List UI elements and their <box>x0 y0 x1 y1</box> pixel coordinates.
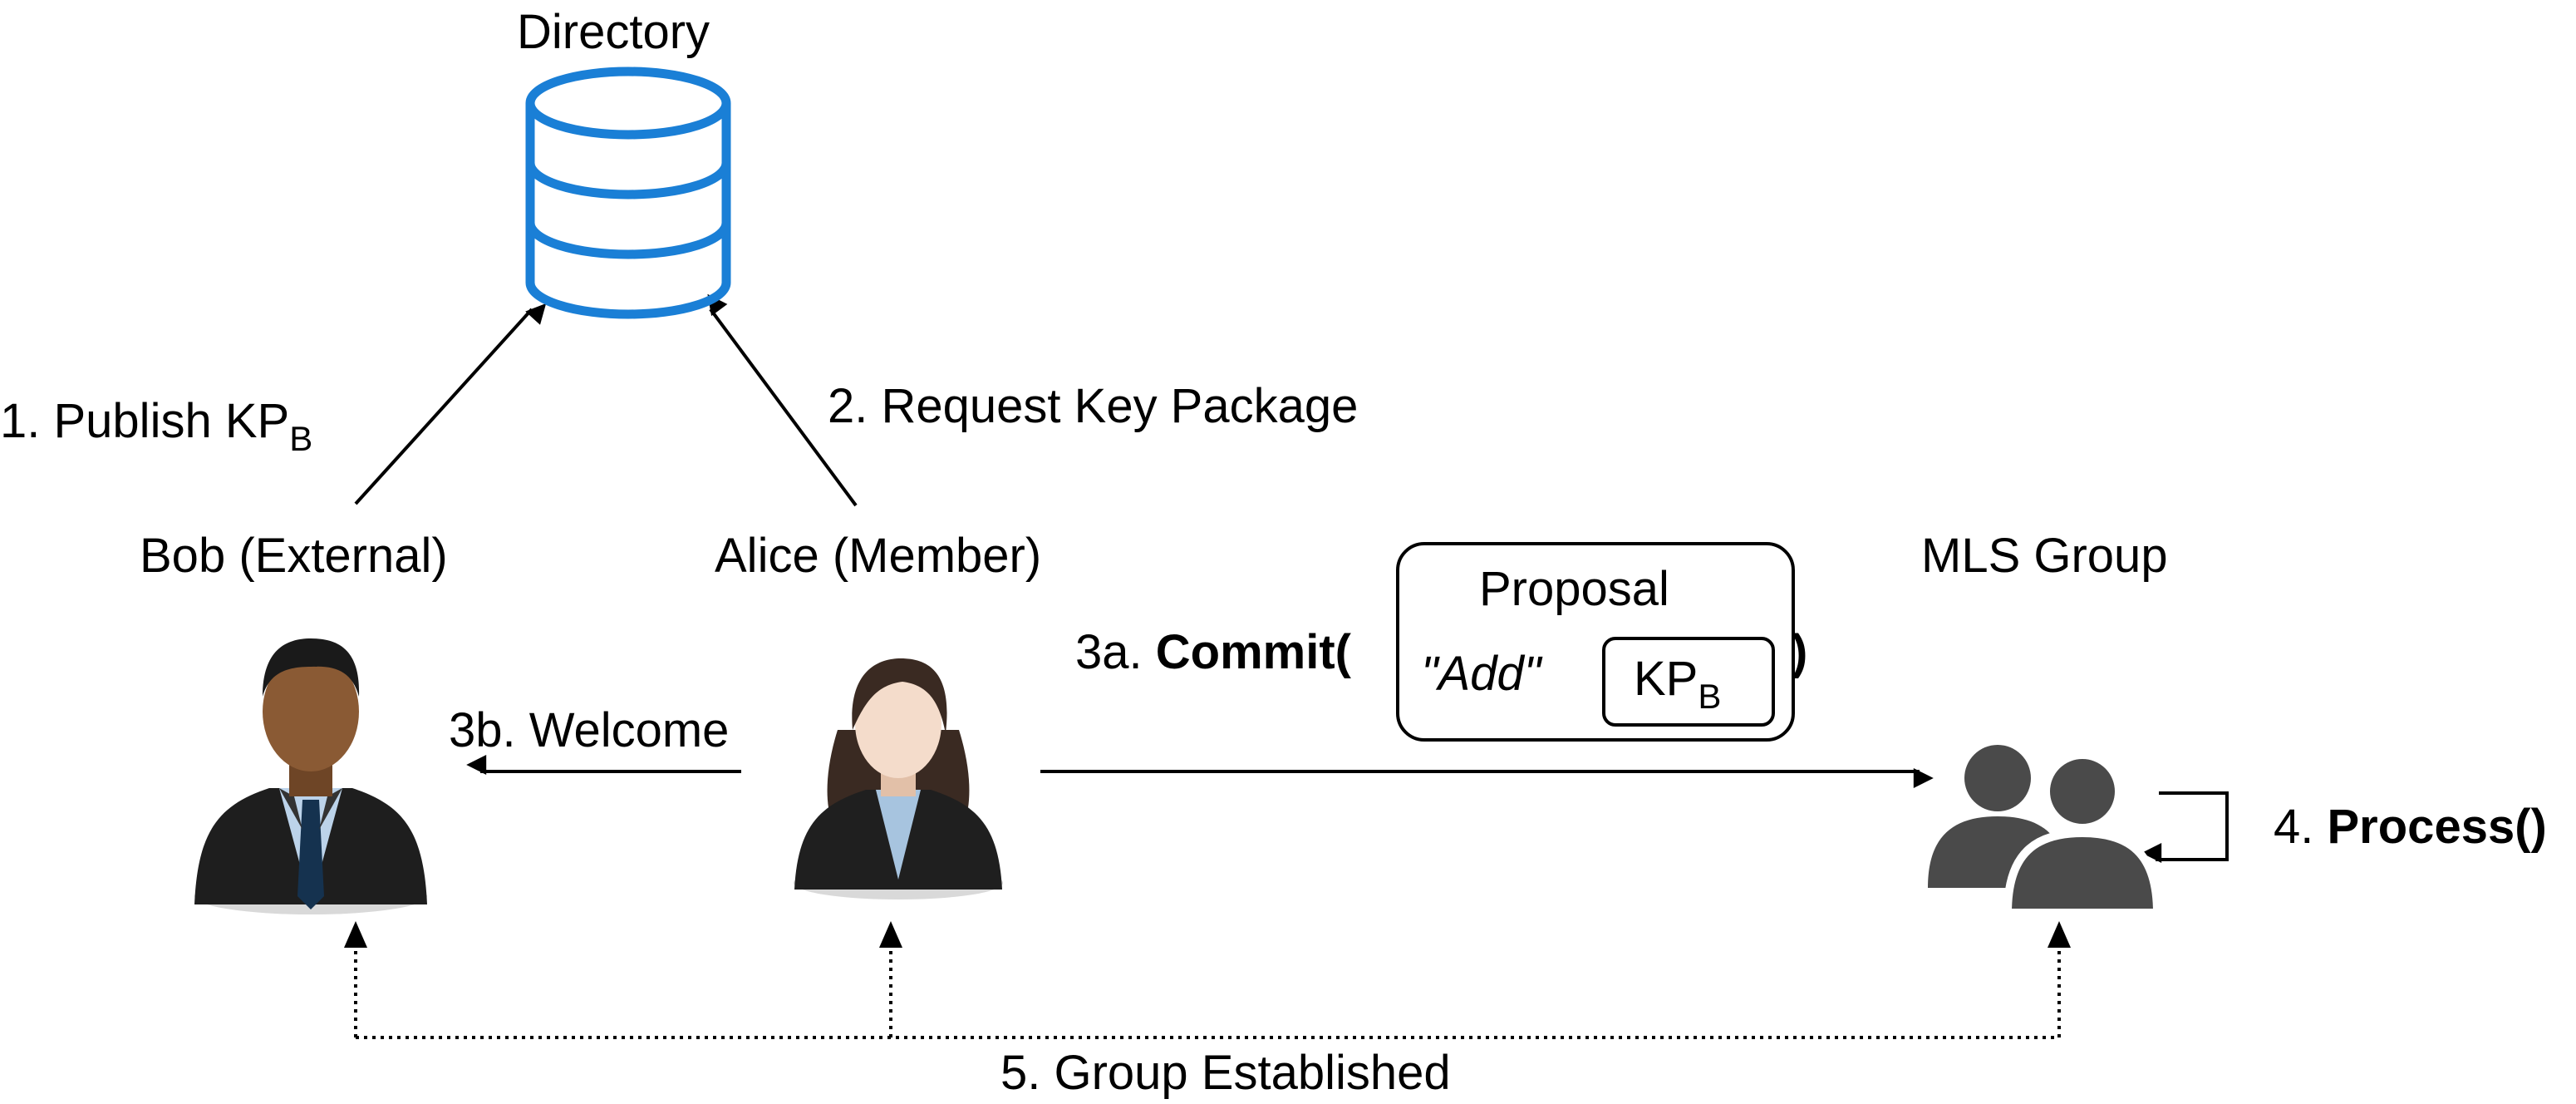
proposal-type: "Add" <box>1421 647 1541 701</box>
group-label: MLS Group <box>1921 529 2168 583</box>
businesswoman-icon <box>794 658 1003 899</box>
established-dotted-line <box>354 929 2061 1039</box>
key-package-label: KPB <box>1634 652 1722 716</box>
proposal-box: Proposal "Add" KPB <box>1396 542 1795 742</box>
established-label: 5. Group Established <box>1000 1046 1451 1100</box>
key-package-box: KPB <box>1602 637 1775 727</box>
proposal-title: Proposal <box>1479 562 1669 616</box>
request-arrow <box>707 293 858 507</box>
publish-label: 1. Publish KPB <box>0 394 313 458</box>
request-label: 2. Request Key Package <box>828 379 1359 433</box>
welcome-label: 3b. Welcome <box>449 703 730 757</box>
directory-label: Directory <box>517 5 710 59</box>
process-label: 4. Process() <box>2274 800 2547 854</box>
group-users-icon <box>1928 745 2162 913</box>
alice-label: Alice (Member) <box>715 529 1042 583</box>
commit-label: 3a. Commit( <box>1075 625 1351 679</box>
database-icon <box>525 67 731 319</box>
process-loop-arrow <box>2141 791 2229 863</box>
publish-arrow <box>354 303 547 505</box>
businessman-icon <box>194 638 427 914</box>
established-arrowheads <box>344 921 2071 948</box>
commit-close-paren: ) <box>1792 625 1808 679</box>
bob-label: Bob (External) <box>140 529 448 583</box>
